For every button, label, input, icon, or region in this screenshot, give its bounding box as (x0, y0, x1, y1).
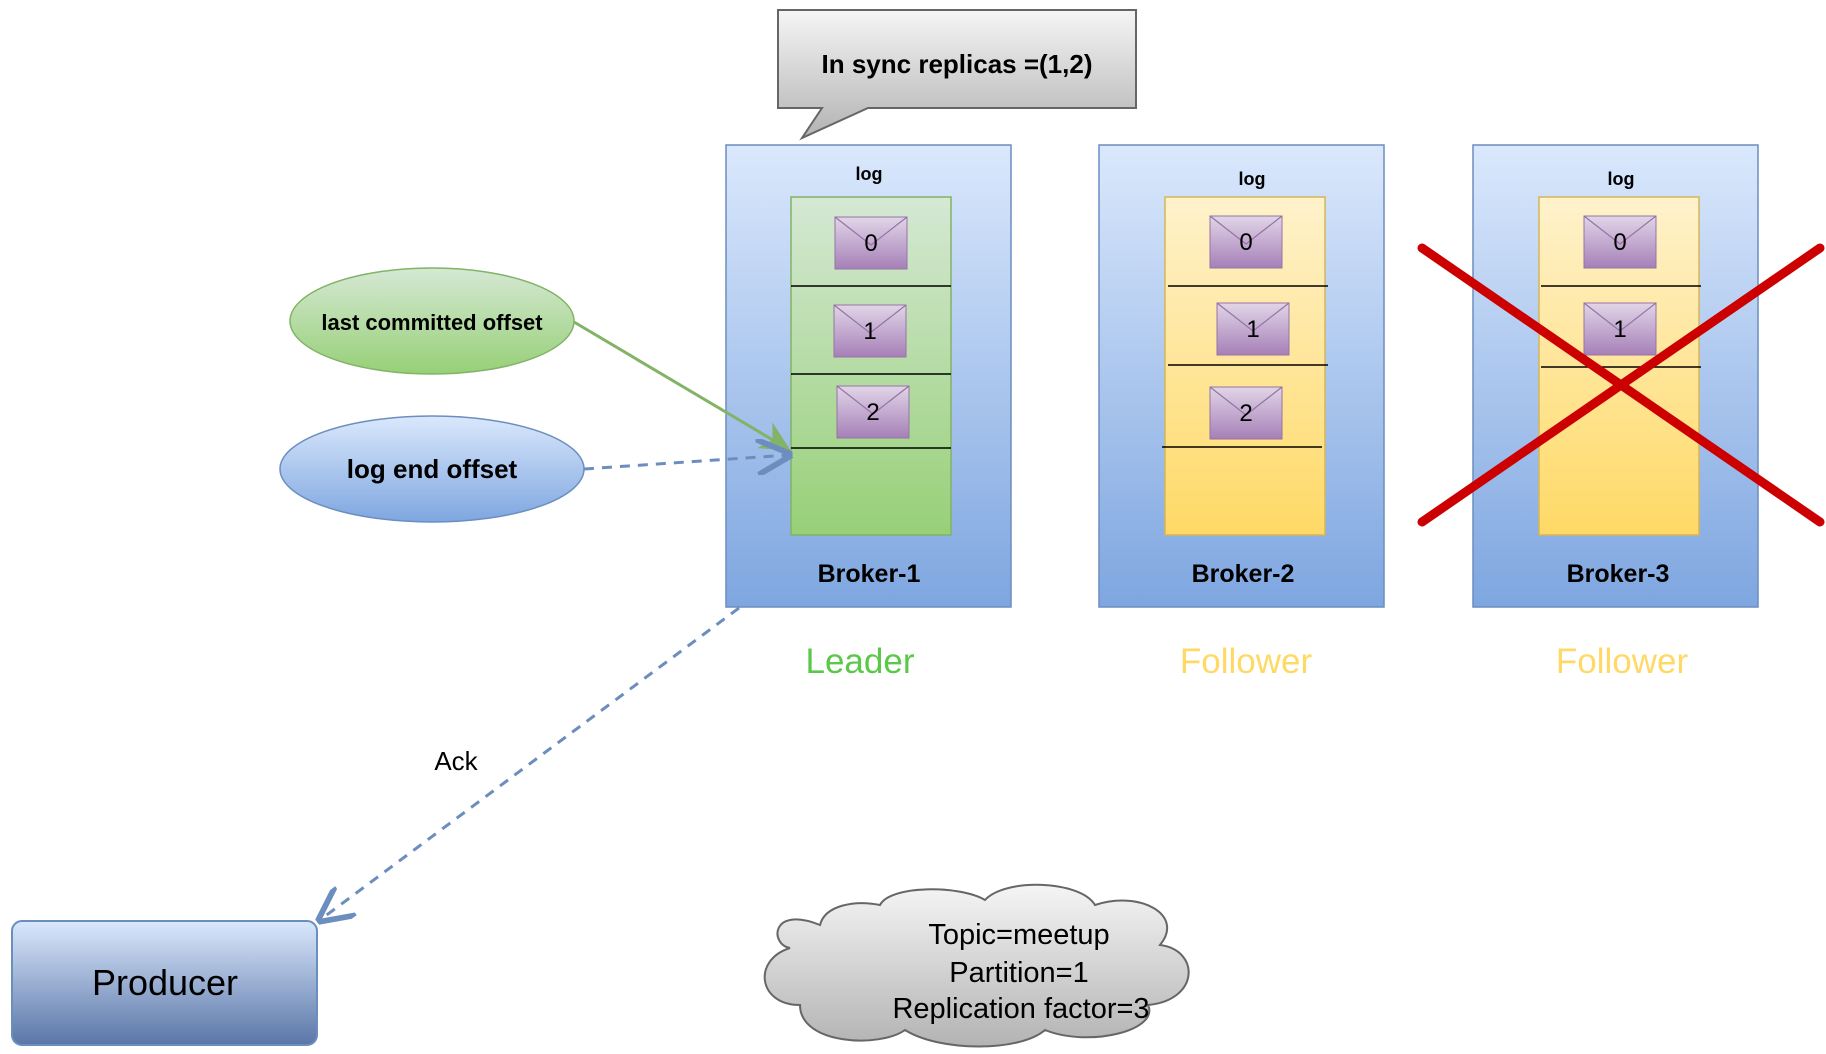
broker-1: log 0 1 2 Broker-1 (725, 144, 1012, 608)
isr-callout-text: In sync replicas =(1,2) (822, 49, 1093, 79)
message-envelope-icon: 0 (1209, 215, 1283, 269)
isr-callout: In sync replicas =(1,2) (777, 9, 1137, 141)
message-offset: 1 (863, 318, 876, 345)
message-envelope-icon: 2 (836, 385, 910, 439)
message-offset: 0 (1239, 229, 1252, 256)
broker-1-log-label: log (856, 164, 883, 184)
log-end-offset: log end offset (279, 415, 585, 523)
ack-label: Ack (434, 746, 478, 776)
message-envelope-icon: 1 (1583, 302, 1657, 356)
broker-2-log-label: log (1239, 169, 1266, 189)
ack-arrow (320, 606, 740, 920)
message-offset: 2 (866, 399, 879, 426)
message-offset: 2 (1239, 400, 1252, 427)
message-offset: 1 (1246, 316, 1259, 343)
last-committed-arrow (573, 320, 791, 451)
message-envelope-icon: 1 (1216, 302, 1290, 356)
broker-3-role: Follower (1556, 642, 1689, 681)
partition-line: Partition=1 (949, 957, 1088, 989)
message-envelope-icon: 0 (1583, 215, 1657, 269)
log-end-offset-label: log end offset (347, 454, 518, 484)
message-envelope-icon: 0 (834, 216, 908, 270)
message-envelope-icon: 1 (833, 304, 907, 358)
message-offset: 1 (1613, 316, 1626, 343)
failure-cross-icon (1417, 243, 1825, 527)
replication-line: Replication factor=3 (892, 993, 1149, 1025)
log-end-arrow (583, 455, 789, 469)
last-committed-offset: last committed offset (289, 267, 575, 375)
broker-1-name: Broker-1 (818, 560, 921, 588)
producer: Producer (11, 920, 318, 1046)
message-offset: 0 (1613, 229, 1626, 256)
topic-line: Topic=meetup (928, 919, 1109, 951)
broker-2-role: Follower (1180, 642, 1313, 681)
message-offset: 0 (864, 230, 877, 257)
broker-2: log 0 1 2 Broker-2 (1098, 144, 1385, 608)
broker-3-log-label: log (1608, 169, 1635, 189)
message-envelope-icon: 2 (1209, 386, 1283, 440)
topic-cloud: Topic=meetup Partition=1 Replication fac… (763, 883, 1190, 1048)
producer-label: Producer (92, 962, 238, 1003)
broker-1-role: Leader (806, 642, 915, 681)
last-committed-offset-label: last committed offset (321, 310, 543, 335)
broker-2-name: Broker-2 (1192, 560, 1295, 588)
broker-3-name: Broker-3 (1567, 560, 1670, 588)
